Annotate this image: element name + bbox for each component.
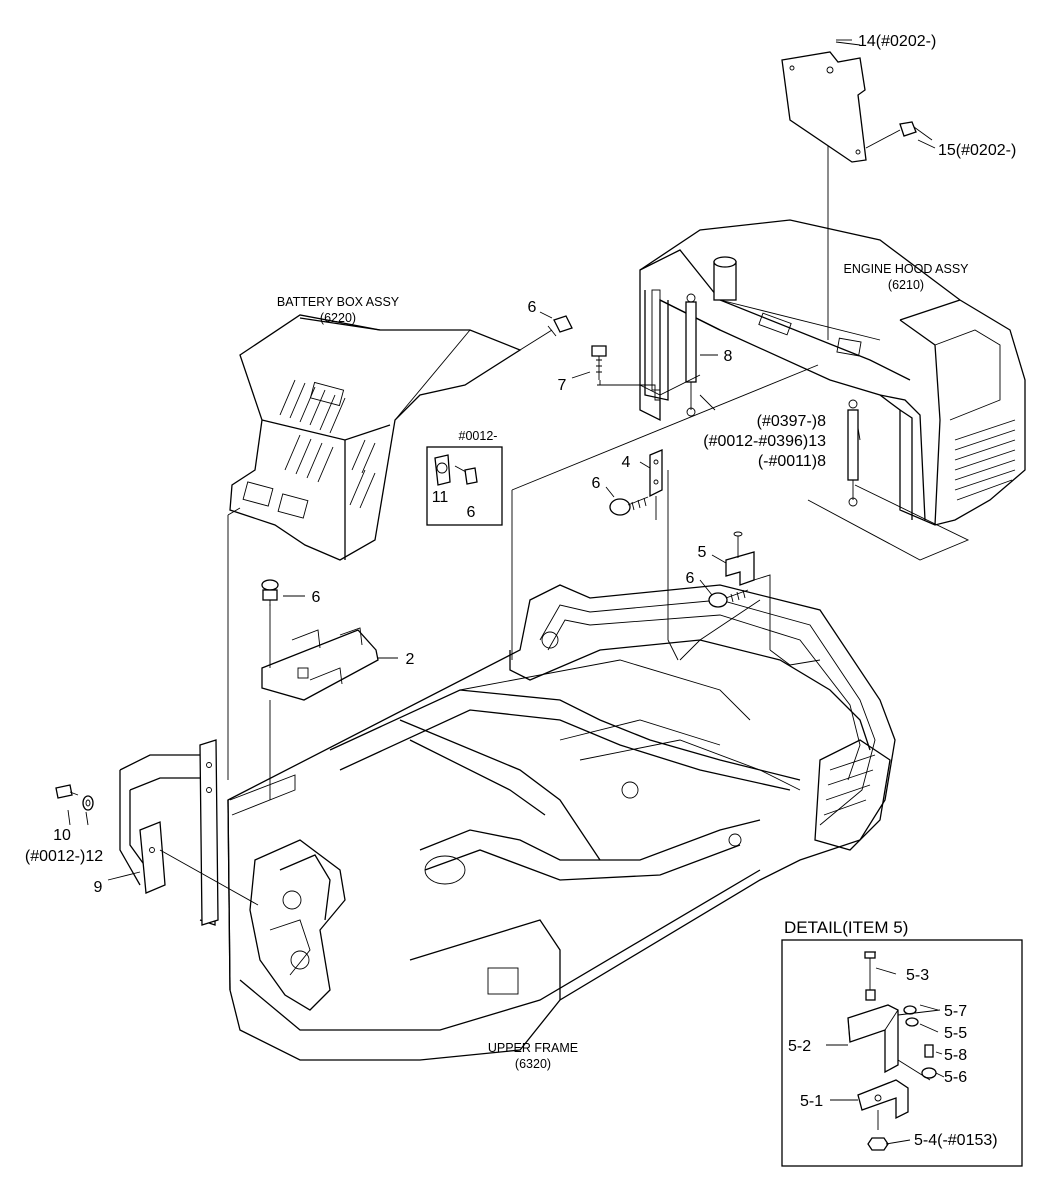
detail-5-5: 5-5 xyxy=(944,1025,967,1042)
callout-5: 5 xyxy=(698,544,707,561)
inset-serial: #0012- xyxy=(459,429,498,443)
detail-5-3: 5-3 xyxy=(906,967,929,984)
part-2-plate xyxy=(261,604,379,800)
detail-5-2: 5-2 xyxy=(788,1038,811,1055)
callout-8: 8 xyxy=(724,348,733,365)
part-6-bolt-mid xyxy=(609,496,649,516)
detail-box xyxy=(781,939,1023,1167)
callout-6-left: 6 xyxy=(312,589,321,606)
upper-frame-name: UPPER FRAME xyxy=(488,1041,578,1055)
part-6-bolt-left xyxy=(261,579,279,606)
callout-12: (#0012-)12 xyxy=(25,848,103,865)
callout-6-right: 6 xyxy=(686,570,695,587)
callout-9: 9 xyxy=(94,879,103,896)
callout-4: 4 xyxy=(622,454,631,471)
detail-5-8: 5-8 xyxy=(944,1047,967,1064)
callout-leaders xyxy=(67,39,945,1145)
part-10-bolt xyxy=(55,784,79,799)
battery-box-name: BATTERY BOX ASSY xyxy=(277,295,400,309)
detail-title: DETAIL(ITEM 5) xyxy=(784,918,908,937)
part-6-bolt-top xyxy=(519,315,573,351)
engine-hood-name: ENGINE HOOD ASSY xyxy=(843,262,969,276)
engine-hood-assy xyxy=(511,140,1026,660)
inset-box xyxy=(426,446,503,526)
detail-5-7: 5-7 xyxy=(944,1003,967,1020)
inset-item-11: 11 xyxy=(432,489,449,506)
part-14-plate xyxy=(781,41,867,163)
detail-5-6: 5-6 xyxy=(944,1069,967,1086)
part-15-bolt xyxy=(865,121,933,149)
part-4-bracket xyxy=(649,449,679,661)
callout-15: 15(#0202-) xyxy=(938,142,1016,159)
callout-2: 2 xyxy=(406,651,415,668)
callout-6-top: 6 xyxy=(528,299,537,316)
detail-5-1: 5-1 xyxy=(800,1093,823,1110)
callout-13b: (#0012-#0396)13 xyxy=(703,433,826,450)
part-13-gas-spring xyxy=(847,399,859,507)
inset-item-6: 6 xyxy=(467,504,476,521)
part-12-washer xyxy=(82,795,94,811)
part-9-strap xyxy=(119,739,259,926)
callout-10: 10 xyxy=(53,827,71,844)
part-8-gas-spring xyxy=(639,293,716,417)
callout-6-mid: 6 xyxy=(592,475,601,492)
upper-frame-code: (6320) xyxy=(515,1057,551,1071)
callout-7: 7 xyxy=(558,377,567,394)
callout-13c: (-#0011)8 xyxy=(758,453,826,470)
engine-hood-code: (6210) xyxy=(888,278,924,292)
callout-14: 14(#0202-) xyxy=(858,33,936,50)
battery-box-code: (6220) xyxy=(320,311,356,325)
part-6-bolt-right xyxy=(708,589,749,608)
callout-13a: (#0397-)8 xyxy=(757,413,826,430)
part-5-bracket xyxy=(679,531,821,666)
battery-box-assy xyxy=(227,314,522,780)
part-7-bolt xyxy=(591,345,661,401)
upper-frame xyxy=(227,584,896,1061)
detail-5-4: 5-4(-#0153) xyxy=(914,1132,998,1149)
